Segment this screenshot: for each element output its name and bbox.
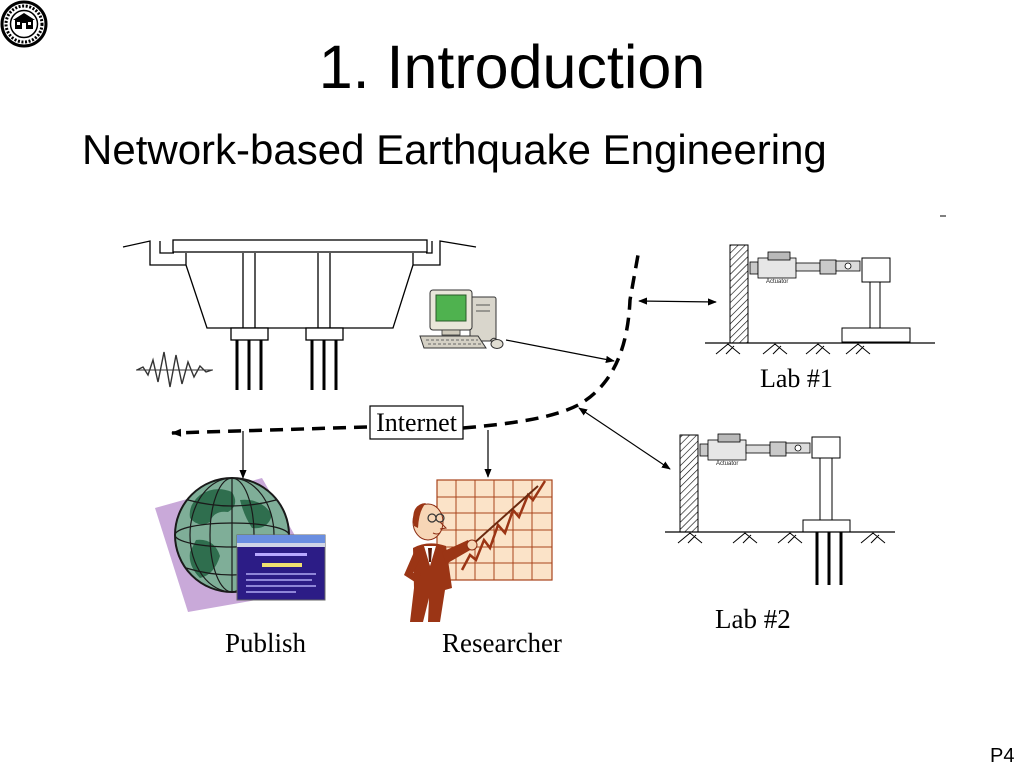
slide-title: 1. Introduction (319, 33, 706, 101)
researcher-right-arm (442, 540, 472, 564)
network-line-left (171, 425, 368, 437)
researcher-hand (466, 539, 478, 551)
lab2-column (819, 457, 833, 521)
lab1-column (869, 281, 881, 329)
monitor-screen (435, 294, 467, 322)
browser-content-line (262, 563, 302, 567)
internet-label-box (369, 405, 464, 440)
bridge-cap-beam (185, 253, 414, 329)
browser-title-bar (237, 535, 325, 543)
actuator-load-cell (819, 259, 837, 275)
browser-content-line (246, 579, 312, 581)
lab2-pile-cap (802, 519, 851, 533)
globe-continent (240, 499, 272, 529)
desktop-computer-icon (419, 289, 504, 349)
researcher-mouth (432, 532, 441, 535)
network-line-right (462, 254, 640, 430)
browser-content-line (246, 585, 316, 587)
researcher-left-arm (404, 552, 421, 584)
computer-keyboard (419, 335, 487, 349)
lab2-column-head (811, 436, 841, 459)
right-pile-cap (305, 327, 344, 341)
seal-building-window-left (17, 22, 20, 25)
wave-signal (136, 351, 213, 388)
actuator-servo-valve (717, 433, 741, 443)
bridge-structure-drawing (122, 239, 477, 390)
browser-window (236, 534, 326, 601)
seal-building-window-right (28, 22, 31, 25)
publish-label: Publish (225, 628, 307, 658)
slide-subtitle: Network-based Earthquake Engineering (82, 126, 827, 173)
lab2-connection-arrow (578, 407, 671, 470)
lab1-ground-hatching (715, 343, 871, 355)
researcher-with-chart-icon (404, 479, 553, 622)
actuator-label: Actuator (716, 461, 738, 467)
researcher-tie (428, 548, 432, 562)
browser-toolbar (237, 543, 325, 547)
chart-grid (437, 480, 552, 580)
bridge-deck (172, 239, 428, 253)
researcher-hair (413, 503, 426, 528)
computer-tower (469, 296, 497, 342)
lab2-label: Lab #2 (715, 604, 791, 634)
browser-content-line (255, 553, 307, 556)
actuator-mount (699, 443, 709, 457)
lab2-test-setup: Actuator (665, 433, 895, 585)
actuator-servo-valve (767, 251, 791, 261)
lab1-column-head (861, 257, 891, 283)
seal-building-roof (13, 13, 35, 20)
actuator-pin (794, 444, 802, 452)
browser-content-line (246, 591, 296, 593)
internet-label: Internet (376, 408, 458, 437)
lab2-piles (815, 532, 843, 585)
researcher-nose (439, 521, 448, 530)
lab2-reaction-wall (679, 434, 699, 533)
left-piles (235, 340, 263, 390)
researcher-pointer (471, 485, 539, 546)
page-number: P4 (990, 745, 1014, 767)
seal-building-door (22, 23, 26, 29)
chart-trend-line (460, 480, 547, 571)
browser-content-line (246, 573, 316, 575)
computer-to-network-arrow (505, 339, 615, 363)
university-seal-logo (0, 0, 48, 48)
actuator-rod (795, 262, 821, 272)
globe-with-browser-icon (155, 477, 326, 612)
actuator-cylinder (707, 439, 747, 461)
internet-network-line (171, 254, 640, 437)
seal-lettering-ring (4, 4, 44, 44)
researcher-body (410, 543, 452, 622)
actuator-mount (749, 261, 759, 275)
actuator-pin (844, 262, 852, 270)
lab1-reaction-wall (729, 244, 749, 344)
left-abutment (122, 240, 186, 266)
lab2-ground-hatching (677, 532, 886, 544)
globe-parallel (187, 499, 277, 507)
lab1-test-setup: Actuator (705, 244, 935, 355)
computer-mouse (490, 339, 504, 349)
right-abutment (413, 240, 477, 266)
lab1-connection-arrow (638, 297, 717, 306)
lab1-actuator: Actuator (749, 251, 861, 285)
actuator-label: Actuator (766, 279, 788, 285)
researcher-label: Researcher (442, 628, 562, 658)
right-abutment-seat (426, 241, 433, 254)
monitor-stand (441, 329, 461, 336)
left-pile-cap (230, 327, 269, 341)
right-piles (310, 340, 338, 390)
lab1-label: Lab #1 (760, 364, 833, 393)
researcher-head (412, 503, 444, 541)
earthquake-wave-icon (136, 351, 213, 388)
lab2-actuator: Actuator (699, 433, 811, 467)
lab1-footing (841, 327, 911, 343)
actuator-rod (745, 444, 771, 454)
left-abutment-seat (159, 241, 174, 254)
actuator-load-cell (769, 441, 787, 457)
actuator-cylinder (757, 257, 797, 279)
